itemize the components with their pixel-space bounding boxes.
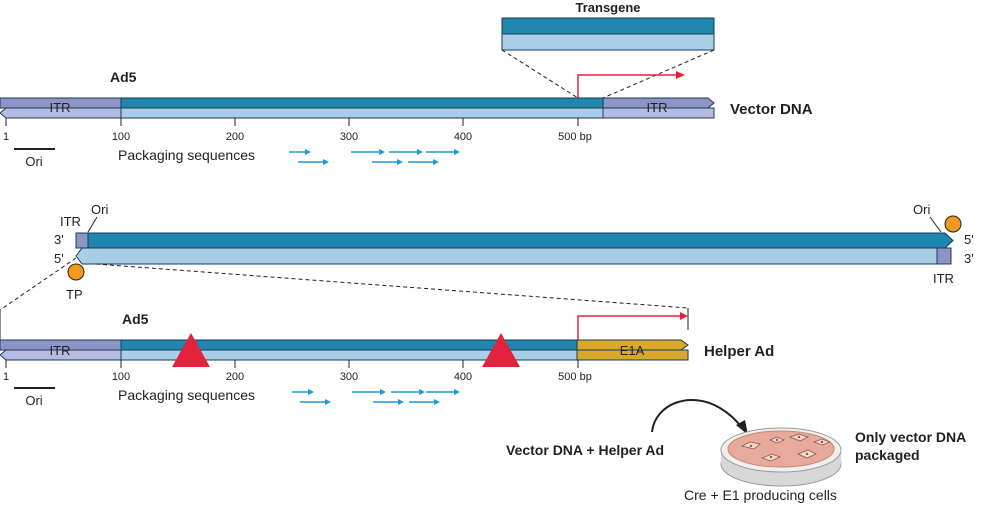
genome-3prime-right: 3' — [964, 251, 974, 266]
dish-cells-label: Cre + E1 producing cells — [684, 487, 837, 503]
helper-promoter-arrowhead — [680, 312, 688, 320]
genome-5prime-left: 5' — [54, 251, 64, 266]
genome-ori-left-pointer — [87, 216, 98, 233]
loxp-site-1 — [172, 333, 210, 367]
vector-tick-1: 1 — [3, 131, 9, 143]
genome-bar — [75, 232, 954, 265]
helper-ori-label: Ori — [25, 393, 42, 408]
transgene-zoom-line-right — [602, 49, 715, 99]
vector-tick-marks — [5, 118, 579, 126]
helper-promoter-arrow — [577, 315, 680, 340]
vector-ori-label: Ori — [25, 154, 42, 169]
terminal-protein-right — [944, 215, 962, 233]
helper-tick-400: 400 — [454, 371, 472, 383]
vector-dna-bar — [0, 97, 715, 119]
genome-itr-left-label: ITR — [60, 214, 81, 229]
vector-packaging-arrows — [289, 149, 460, 165]
helper-ad-bar — [0, 339, 689, 361]
genome-ori-left-label: Ori — [91, 202, 108, 217]
helper-packaging-arrows — [292, 389, 460, 405]
vector-tick-500: 500 bp — [558, 131, 592, 143]
helper-tick-300: 300 — [340, 371, 358, 383]
transgene-label: Transgene — [575, 0, 640, 15]
genome-5prime-right: 5' — [964, 232, 974, 247]
loxp-site-2 — [482, 333, 520, 367]
vector-tick-400: 400 — [454, 131, 472, 143]
helper-tick-marks — [5, 360, 579, 368]
genome-ori-right-label: Ori — [913, 202, 930, 217]
helper-tick-100: 100 — [112, 371, 130, 383]
vector-itr-right-label: ITR — [647, 100, 668, 115]
helper-tick-500: 500 bp — [558, 371, 592, 383]
vector-dna-label: Vector DNA — [730, 101, 813, 118]
transgene-box — [501, 17, 715, 51]
e1a-label: E1A — [620, 343, 645, 358]
helper-packaging-label: Packaging sequences — [118, 387, 255, 403]
genome-zoom-line-left — [0, 257, 77, 311]
vector-tick-300: 300 — [340, 131, 358, 143]
vector-promoter-arrowhead — [676, 71, 685, 79]
vector-promoter-arrow — [577, 74, 676, 98]
vector-packaging-label: Packaging sequences — [118, 147, 255, 163]
tp-label: TP — [66, 287, 83, 302]
genome-itr-right-label: ITR — [933, 271, 954, 286]
vector-itr-left-label: ITR — [50, 100, 71, 115]
vector-tick-200: 200 — [226, 131, 244, 143]
petri-dish — [720, 427, 842, 487]
genome-ori-right-pointer — [929, 216, 942, 233]
genome-zoom-line-right — [95, 263, 689, 309]
terminal-protein-left — [67, 263, 85, 281]
helper-tick-200: 200 — [226, 371, 244, 383]
infection-arrow — [651, 399, 743, 433]
vector-tick-100: 100 — [112, 131, 130, 143]
vector-ad5-label: Ad5 — [110, 69, 137, 85]
genome-3prime-left: 3' — [54, 232, 64, 247]
dish-input-label: Vector DNA + Helper Ad — [506, 442, 664, 458]
dish-result-label-line1: Only vector DNA — [855, 429, 966, 445]
helper-ad5-label: Ad5 — [122, 311, 149, 327]
helper-ad-label: Helper Ad — [704, 343, 774, 360]
infection-arrowhead — [736, 420, 748, 435]
helper-tick-1: 1 — [3, 371, 9, 383]
transgene-zoom-line-left — [501, 49, 579, 99]
dish-result-label-line2: packaged — [855, 447, 920, 463]
helper-itr-left-label: ITR — [50, 343, 71, 358]
